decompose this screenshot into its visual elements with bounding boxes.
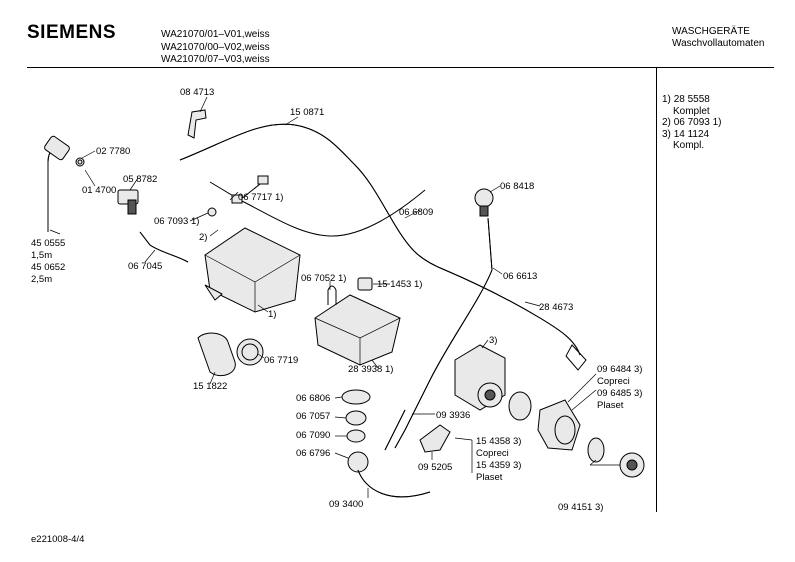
part-label: 1) — [268, 309, 276, 320]
category-line: WASCHGERÄTE — [672, 26, 750, 37]
brand-logo: SIEMENS — [27, 22, 117, 43]
part-label: 15 4359 3) — [476, 460, 521, 471]
part-labels: 08 4713 15 0871 02 7780 01 4700 05 8782 … — [31, 87, 642, 513]
part-label: 06 6613 — [503, 271, 537, 282]
part-label: 06 7057 — [296, 411, 330, 422]
part-label: 06 8418 — [500, 181, 534, 192]
detergent-drawer-drawing — [314, 294, 401, 366]
part-label: 2) — [199, 232, 207, 243]
part-label: 09 3936 — [436, 410, 470, 421]
part-label: 08 4713 — [180, 87, 214, 98]
part-label: Copreci — [476, 448, 509, 459]
part-label: 15 1453 1) — [377, 279, 422, 290]
category-heading: WASCHGERÄTE Waschvollautomaten — [672, 26, 764, 50]
part-label: 28 3938 1) — [348, 364, 393, 375]
document-code: e221008-4/4 — [31, 534, 85, 545]
part-label: 06 7719 — [264, 355, 298, 366]
part-label: 09 5205 — [418, 462, 452, 473]
model-line: WA21070/01–V01,weiss — [161, 29, 270, 40]
part-label: 06 7090 — [296, 430, 330, 441]
model-line: WA21070/00–V02,weiss — [161, 41, 270, 53]
cap-drawing — [357, 277, 373, 291]
part-label: 15 4358 3) — [476, 436, 521, 447]
model-line: WA21070/07–V03,weiss — [161, 54, 270, 65]
dispenser-housing-drawing — [204, 227, 301, 313]
part-label: 28 4673 — [539, 302, 573, 313]
seal-ring-drawing — [341, 389, 371, 405]
part-label: 02 7780 — [96, 146, 130, 157]
legend-divider — [656, 67, 657, 512]
category-line: Waschvollautomaten — [672, 38, 765, 49]
part-label: 2,5m — [31, 274, 52, 285]
part-label: 15 1822 — [193, 381, 227, 392]
part-label: Plaset — [476, 472, 503, 483]
part-label: Plaset — [597, 400, 624, 411]
part-label: 01 4700 — [82, 185, 116, 196]
part-label: 09 4151 3) — [558, 502, 603, 513]
part-label: 09 6484 3) — [597, 364, 642, 375]
small-hose-drawing — [139, 231, 189, 263]
part-label: 06 7717 1) — [238, 192, 283, 203]
part-label: 06 7052 1) — [301, 273, 346, 284]
hose-clip-drawing — [187, 109, 207, 139]
part-label: 45 0652 — [31, 262, 65, 273]
bellows-drawing — [197, 332, 236, 377]
legend-entry: 1) 28 5558 — [662, 94, 710, 105]
legend-entry-sub: Kompl. — [673, 140, 705, 151]
wire-drawing — [239, 189, 426, 237]
part-label: 3) — [489, 335, 497, 346]
part-label: 05 8782 — [123, 174, 157, 185]
part-label: 15 0871 — [290, 107, 324, 118]
footnote-legend: 1) 28 5558 Komplet 2) 06 7093 1) 3) 14 1… — [662, 94, 722, 152]
part-label: 09 6485 3) — [597, 388, 642, 399]
part-label: 06 7093 1) — [154, 216, 199, 227]
float-drawing — [347, 451, 369, 473]
legend-entry-sub: Komplet — [673, 105, 710, 117]
part-label: 06 6809 — [399, 207, 433, 218]
header-divider — [27, 67, 774, 68]
legend-entry: 2) 06 7093 1) — [662, 117, 722, 128]
part-label: 06 7045 — [128, 261, 162, 272]
leader-lines — [49, 96, 620, 498]
part-label: Copreci — [597, 376, 630, 387]
model-list: WA21070/01–V01,weiss WA21070/00–V02,weis… — [161, 29, 270, 67]
part-label: 1,5m — [31, 250, 52, 261]
handle-drawing — [419, 424, 451, 453]
part-label: 06 6806 — [296, 393, 330, 404]
part-label: 09 3400 — [329, 499, 363, 510]
part-label: 45 0555 — [31, 238, 65, 249]
part-label: 06 6796 — [296, 448, 330, 459]
legend-entry: 3) 14 1124 — [662, 128, 710, 140]
